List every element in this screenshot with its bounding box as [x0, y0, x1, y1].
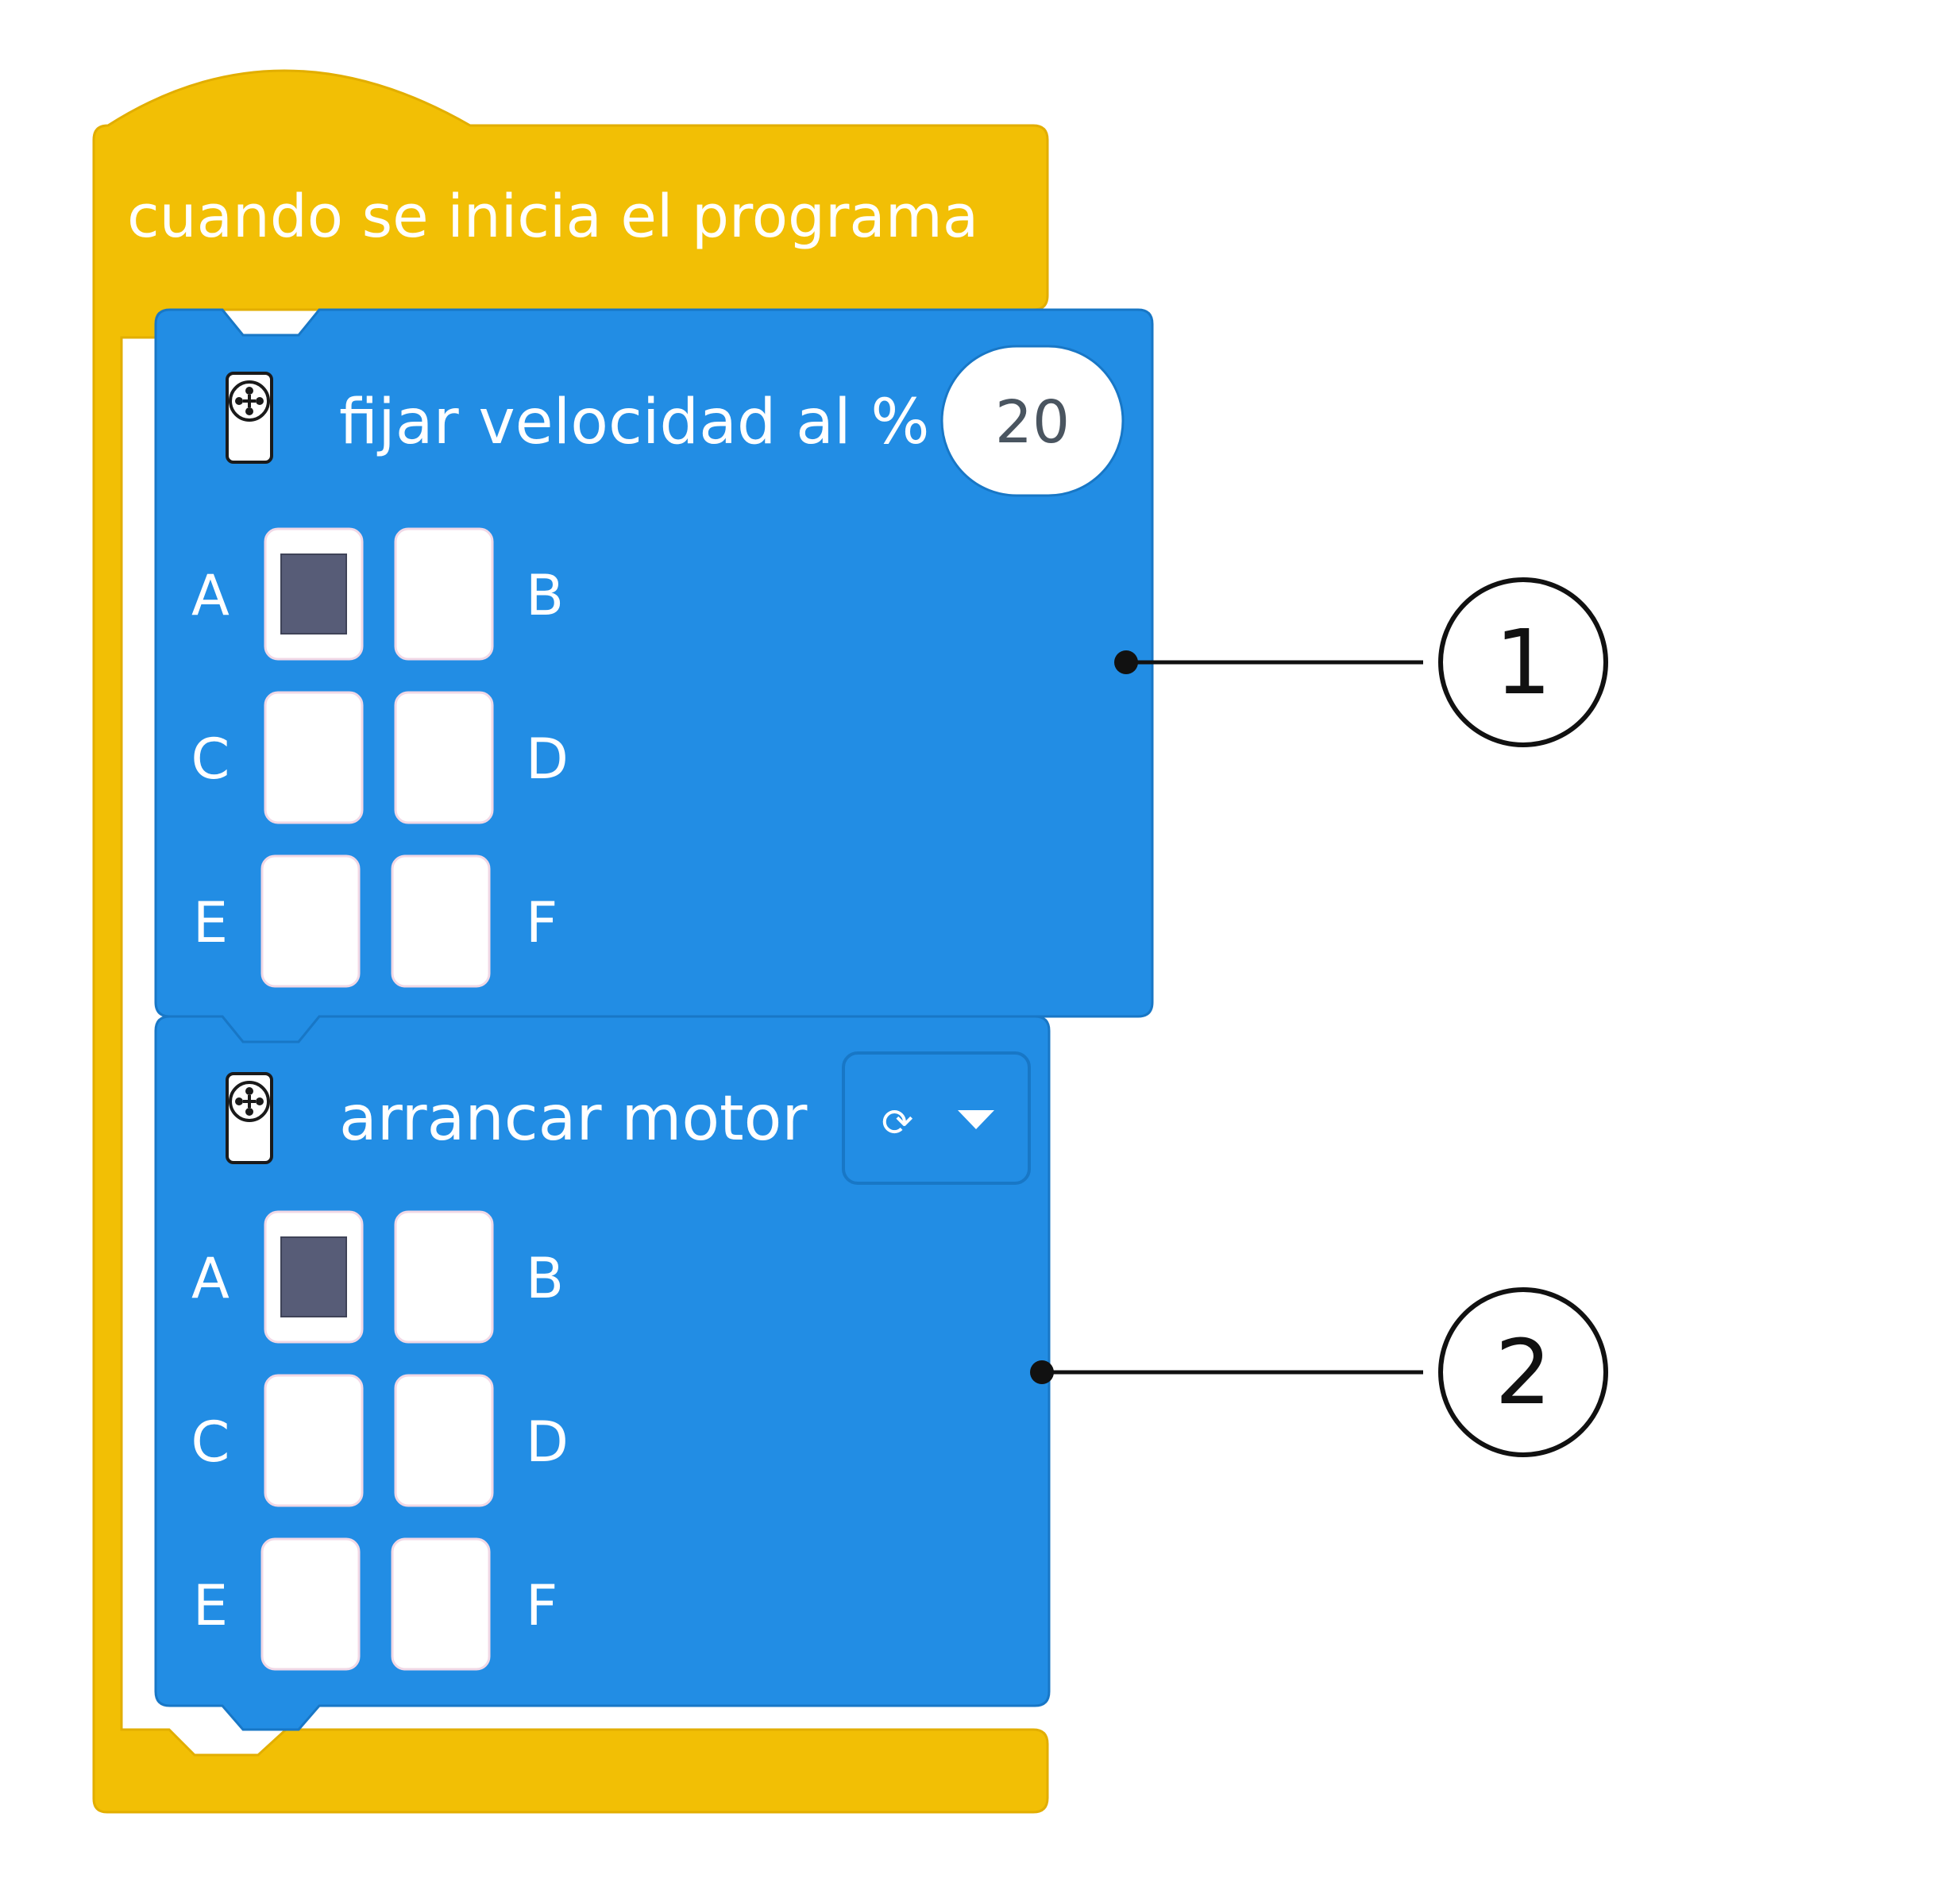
port-label: A	[191, 1246, 230, 1311]
port-label: A	[191, 563, 230, 628]
port-label: C	[191, 727, 230, 792]
motor-icon	[226, 372, 273, 464]
port-selected-indicator	[280, 1236, 347, 1317]
port-label: C	[191, 1410, 230, 1475]
event-block-shape[interactable]	[92, 69, 1049, 1814]
port-f-button[interactable]	[391, 1537, 491, 1671]
speed-value: 20	[995, 388, 1070, 457]
speed-value-input[interactable]: 20	[940, 345, 1125, 497]
port-label: E	[193, 1573, 228, 1638]
port-selected-indicator	[280, 554, 347, 634]
port-label: D	[526, 1410, 569, 1475]
port-label: E	[193, 890, 228, 955]
callout-1: 1	[1114, 577, 1608, 747]
port-selector: A B C D E F	[191, 527, 569, 988]
start-motor-block-shape[interactable]	[154, 1015, 1051, 1731]
port-label: B	[526, 563, 564, 628]
port-selector: A B C D E F	[191, 1210, 569, 1671]
port-e-button[interactable]	[260, 854, 361, 988]
port-b-button[interactable]	[394, 1210, 494, 1344]
port-d-button[interactable]	[394, 691, 494, 824]
port-c-button[interactable]	[264, 691, 364, 824]
port-a-button[interactable]	[264, 1210, 364, 1344]
port-e-button[interactable]	[260, 1537, 361, 1671]
event-block-label: cuando se inicia el programa	[127, 183, 978, 251]
port-f-button[interactable]	[391, 854, 491, 988]
port-label: B	[526, 1246, 564, 1311]
dropdown-caret-icon	[958, 1110, 994, 1129]
callout-number: 2	[1495, 1321, 1551, 1425]
set-speed-label: fijar velocidad al %	[339, 387, 930, 458]
port-b-button[interactable]	[394, 527, 494, 661]
port-label: D	[526, 727, 569, 792]
motor-icon	[226, 1072, 273, 1164]
port-label: F	[526, 1573, 558, 1638]
clockwise-arrow-icon: ⟳	[882, 1101, 913, 1145]
callout-2: 2	[1030, 1287, 1608, 1457]
callout-number: 1	[1495, 611, 1551, 715]
start-motor-label: arrancar motor	[339, 1083, 808, 1155]
port-d-button[interactable]	[394, 1374, 494, 1507]
port-c-button[interactable]	[264, 1374, 364, 1507]
direction-dropdown[interactable]: ⟳	[842, 1051, 1031, 1185]
port-label: F	[526, 890, 558, 955]
port-a-button[interactable]	[264, 527, 364, 661]
